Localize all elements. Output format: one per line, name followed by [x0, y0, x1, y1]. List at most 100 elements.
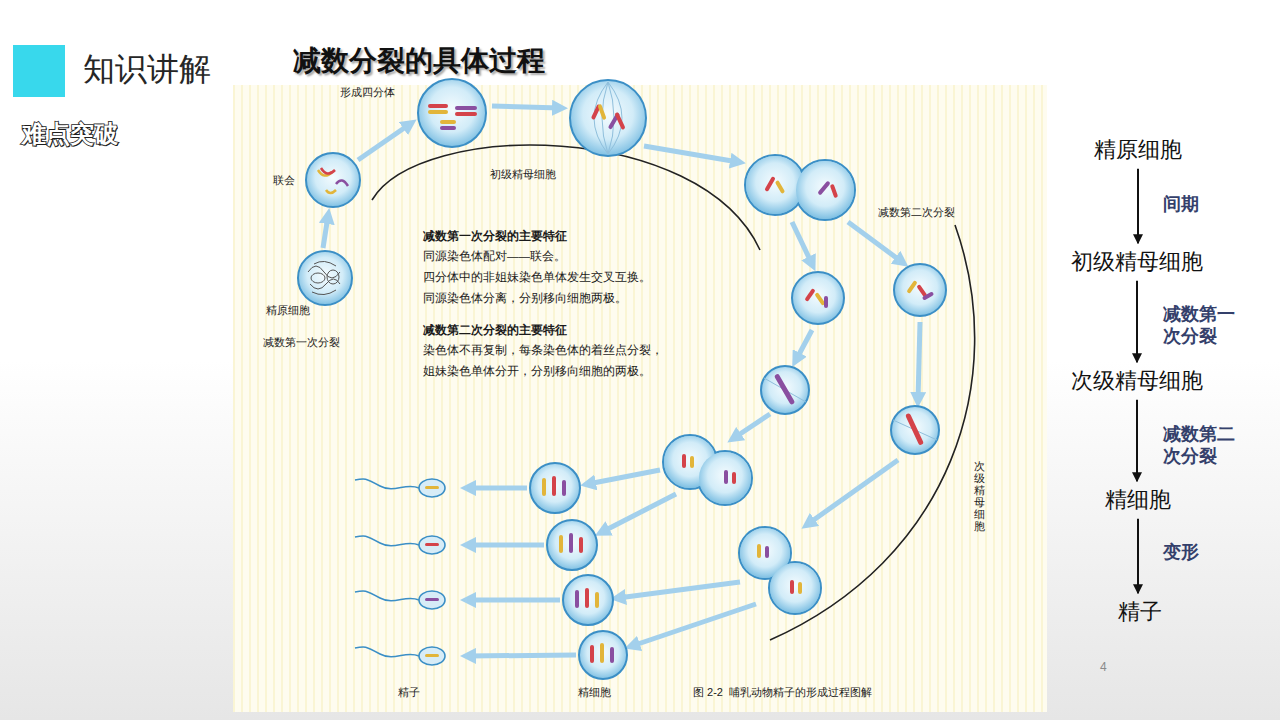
- spermatid: [547, 520, 597, 570]
- cell: [745, 155, 855, 220]
- cell: [804, 288, 815, 302]
- cell: [690, 456, 694, 468]
- cell: [894, 264, 946, 316]
- flow-arrows: [323, 216, 328, 248]
- flow-arrow: [1137, 519, 1139, 594]
- cell: [894, 264, 946, 316]
- cell: [614, 112, 625, 130]
- header-square: [13, 45, 65, 97]
- flow-arrows: [588, 470, 660, 484]
- cell-label: 次级精母细胞: [974, 460, 985, 533]
- edge-label: 变形: [1163, 542, 1199, 564]
- cell: [798, 582, 802, 594]
- cell: [724, 470, 728, 484]
- slide-title: 减数分裂的具体过程: [293, 44, 545, 78]
- sperm: [419, 536, 445, 554]
- cell: [418, 79, 486, 147]
- flow-arrows: [602, 494, 676, 532]
- sperm: [425, 598, 439, 601]
- cell: [314, 261, 336, 266]
- cell-label: 精细胞: [578, 686, 611, 699]
- cell-label: 精原细胞: [266, 304, 310, 317]
- cell: [306, 153, 360, 207]
- spermatid: [579, 631, 627, 679]
- spermatid: [590, 645, 594, 663]
- flow-arrows: [848, 222, 902, 262]
- spermatid: [552, 476, 556, 496]
- flow-arrows: [792, 222, 812, 264]
- section-tag: 难点突破: [22, 120, 118, 149]
- sperm: [355, 591, 419, 601]
- cell: [298, 251, 352, 305]
- cell: [570, 80, 646, 156]
- cell: [745, 155, 805, 215]
- sperm: [355, 479, 419, 489]
- cell: [775, 180, 785, 194]
- bracket-arc: [770, 225, 975, 640]
- cell: [440, 126, 456, 130]
- flow-arrows: [644, 146, 738, 162]
- cell: [905, 413, 924, 446]
- sperm: [425, 543, 439, 546]
- cell: [761, 366, 809, 414]
- cell: [795, 160, 855, 220]
- cell: [298, 251, 352, 305]
- cell: [814, 292, 825, 306]
- flow-arrows: [632, 604, 756, 646]
- cell: [764, 176, 775, 192]
- spermatid: [579, 631, 627, 679]
- flow-step: 初级精母细胞: [1067, 246, 1207, 278]
- sperm: [419, 479, 445, 497]
- note-heading: 减数第一次分裂的主要特征: [423, 229, 567, 243]
- cell: [891, 406, 939, 454]
- spermatid: [600, 643, 604, 663]
- cell: [663, 435, 752, 505]
- cell: [699, 452, 751, 504]
- spermatid: [559, 535, 563, 553]
- figure-ground: [233, 85, 1047, 712]
- flow-arrows: [468, 598, 560, 603]
- edge-label: 减数第二次分裂: [1163, 424, 1243, 467]
- spermatid: [563, 575, 613, 625]
- stage-label: 减数第一次分裂: [263, 336, 340, 349]
- flow-arrows: [618, 582, 740, 598]
- cell: [327, 270, 339, 284]
- step-text: 精原细胞: [1094, 136, 1182, 164]
- cell: [326, 190, 336, 193]
- flow-arrow: [1136, 281, 1138, 363]
- cell-label: 初级精母细胞: [490, 168, 556, 181]
- spermatid: [575, 590, 579, 608]
- sperm: [355, 536, 419, 546]
- cell: [428, 110, 448, 114]
- cell: [746, 156, 804, 214]
- flow-step: 精子: [1114, 596, 1166, 628]
- sperm: [355, 536, 445, 554]
- cell: [428, 104, 448, 108]
- cell: [765, 546, 769, 558]
- flow-arrow: [1136, 400, 1138, 482]
- spermatid: [547, 520, 597, 570]
- cell: [922, 291, 934, 300]
- spermatid: [542, 478, 546, 496]
- cell: [774, 373, 795, 405]
- flow-arrow: [1137, 169, 1139, 244]
- cell: [739, 527, 821, 614]
- figure-caption: 图 2-2 哺乳动物精子的形成过程图解: [693, 686, 872, 699]
- cell: [824, 296, 828, 308]
- cell: [796, 161, 854, 219]
- spermatid: [585, 588, 589, 608]
- note-line: 姐妹染色单体分开，分别移向细胞的两极。: [423, 365, 651, 379]
- cell: [830, 184, 839, 199]
- cell: [336, 180, 348, 186]
- flow-arrows: [468, 655, 576, 656]
- sperm: [419, 647, 445, 665]
- step-text: 精细胞: [1105, 486, 1171, 514]
- sperm: [355, 647, 419, 657]
- stage-label: 形成四分体: [340, 86, 395, 99]
- sperm: [355, 591, 445, 609]
- note-heading: 减数第二次分裂的主要特征: [423, 323, 567, 337]
- spermatid: [530, 463, 580, 513]
- figure-ground: [233, 85, 1047, 712]
- cell: [891, 406, 939, 454]
- edge-label: 减数第一次分裂: [1163, 304, 1243, 347]
